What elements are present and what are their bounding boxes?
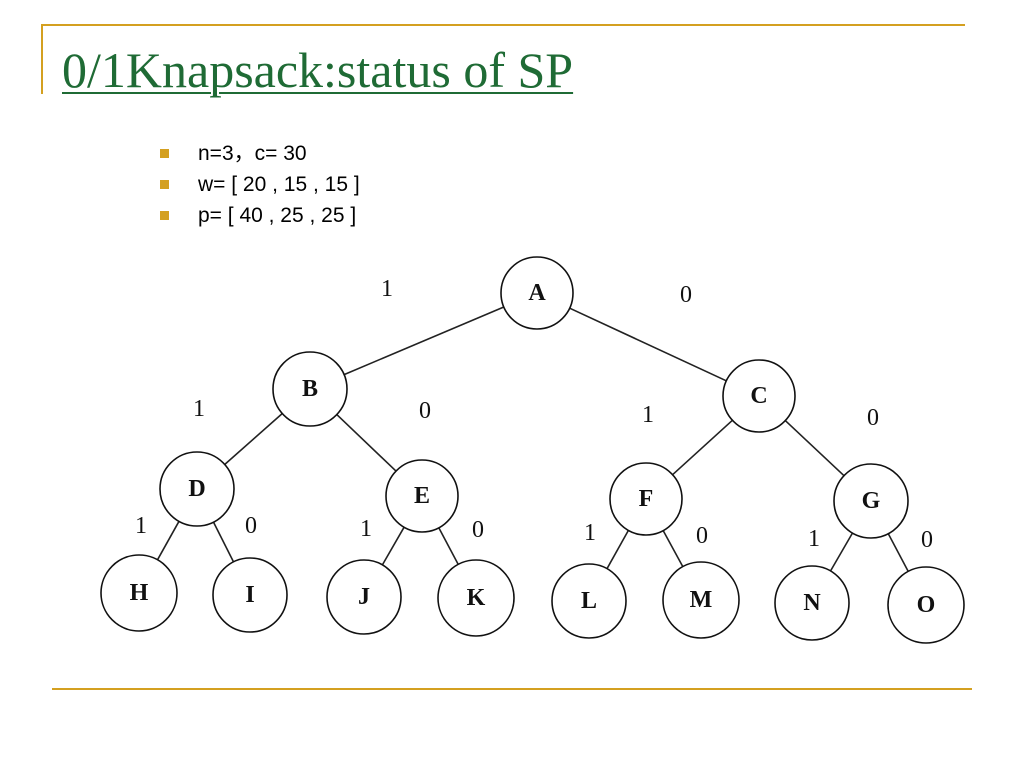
node-label: E	[414, 483, 430, 509]
bullet-item: p= [ 40 , 25 , 25 ]	[160, 200, 360, 231]
node-label: I	[245, 582, 254, 608]
slide-frame-left	[41, 24, 43, 94]
node-circle	[833, 463, 909, 539]
node-circle	[437, 559, 515, 637]
node-label: C	[750, 383, 767, 409]
edge-label-c-f: 1	[642, 402, 654, 428]
node-label: H	[130, 580, 149, 606]
node-label: M	[690, 587, 713, 613]
node-label: D	[188, 476, 205, 502]
edge-g-o	[887, 533, 909, 572]
bullet-item: n=3，c= 30	[160, 138, 360, 169]
node-circle	[722, 359, 796, 433]
bullet-text: w= [ 20 , 15 , 15 ]	[198, 173, 360, 196]
tree-node-g: G	[833, 463, 909, 539]
node-label: B	[302, 376, 318, 402]
bullet-text: n=3，c= 30	[198, 142, 307, 165]
edge-a-c	[569, 307, 727, 382]
slide-title: 0/1Knapsack:status of SP	[62, 42, 574, 98]
edge-f-m	[662, 530, 684, 567]
node-circle	[212, 557, 288, 633]
square-bullet-icon	[160, 180, 169, 189]
node-circle	[159, 451, 235, 527]
edge-e-j	[381, 526, 405, 566]
edge-label-e-k: 0	[472, 517, 484, 543]
tree-node-f: F	[609, 462, 683, 536]
bullet-text: p= [ 40 , 25 , 25 ]	[198, 204, 357, 227]
node-label: G	[862, 488, 881, 514]
edge-label-f-m: 0	[696, 523, 708, 549]
node-circle	[272, 351, 348, 427]
bullet-list: n=3，c= 30 w= [ 20 , 15 , 15 ] p= [ 40 , …	[160, 138, 360, 231]
edge-label-f-l: 1	[584, 520, 596, 546]
edge-label-e-j: 1	[360, 516, 372, 542]
edge-label-d-h: 1	[135, 513, 147, 539]
slide-frame-top	[41, 24, 965, 26]
square-bullet-icon	[160, 211, 169, 220]
edge-label-d-i: 0	[245, 513, 257, 539]
tree-node-k: K	[437, 559, 515, 637]
edge-label-g-o: 0	[921, 527, 933, 553]
tree-node-m: M	[662, 561, 740, 639]
tree-node-b: B	[272, 351, 348, 427]
tree-node-j: J	[326, 559, 402, 635]
tree-node-c: C	[722, 359, 796, 433]
node-circle	[551, 563, 627, 639]
edge-a-b	[343, 306, 505, 376]
edge-b-e	[336, 414, 397, 472]
tree-node-i: I	[212, 557, 288, 633]
node-label: L	[581, 588, 597, 614]
edge-e-k	[438, 527, 459, 565]
edge-label-b-e: 0	[419, 398, 431, 424]
edge-label-g-n: 1	[808, 526, 820, 552]
edge-labels: 1 0 1 0 1 0 1 0 1 0 1 0 1 0	[135, 276, 933, 553]
edge-label-b-d: 1	[193, 396, 205, 422]
node-label: N	[803, 590, 821, 616]
tree-node-a: A	[500, 256, 574, 330]
edge-label-a-c: 0	[680, 282, 692, 308]
node-circle	[609, 462, 683, 536]
tree-node-n: N	[774, 565, 850, 641]
square-bullet-icon	[160, 149, 169, 158]
node-label: O	[917, 592, 936, 618]
tree-node-h: H	[100, 554, 178, 632]
node-circle	[385, 459, 459, 533]
edge-c-f	[672, 419, 733, 476]
tree-node-d: D	[159, 451, 235, 527]
tree-node-o: O	[887, 566, 965, 644]
node-label: F	[639, 486, 654, 512]
node-circle	[887, 566, 965, 644]
edge-label-c-g: 0	[867, 405, 879, 431]
node-circle	[326, 559, 402, 635]
node-circle	[100, 554, 178, 632]
tree-node-e: E	[385, 459, 459, 533]
bottom-divider	[52, 688, 972, 690]
node-label: A	[528, 280, 546, 306]
edge-b-d	[224, 412, 283, 466]
nodes: A B C D E F G H I J K L M N O	[100, 256, 965, 644]
tree-node-l: L	[551, 563, 627, 639]
edge-f-l	[606, 530, 630, 570]
node-label: J	[358, 584, 370, 610]
node-circle	[662, 561, 740, 639]
edge-d-h	[156, 520, 180, 561]
node-circle	[774, 565, 850, 641]
node-label: K	[467, 585, 486, 611]
edges	[156, 306, 909, 572]
edge-g-n	[829, 532, 854, 572]
node-circle	[500, 256, 574, 330]
edge-label-a-b: 1	[381, 276, 393, 302]
edge-c-g	[784, 420, 845, 477]
bullet-item: w= [ 20 , 15 , 15 ]	[160, 169, 360, 200]
edge-d-i	[212, 521, 235, 563]
